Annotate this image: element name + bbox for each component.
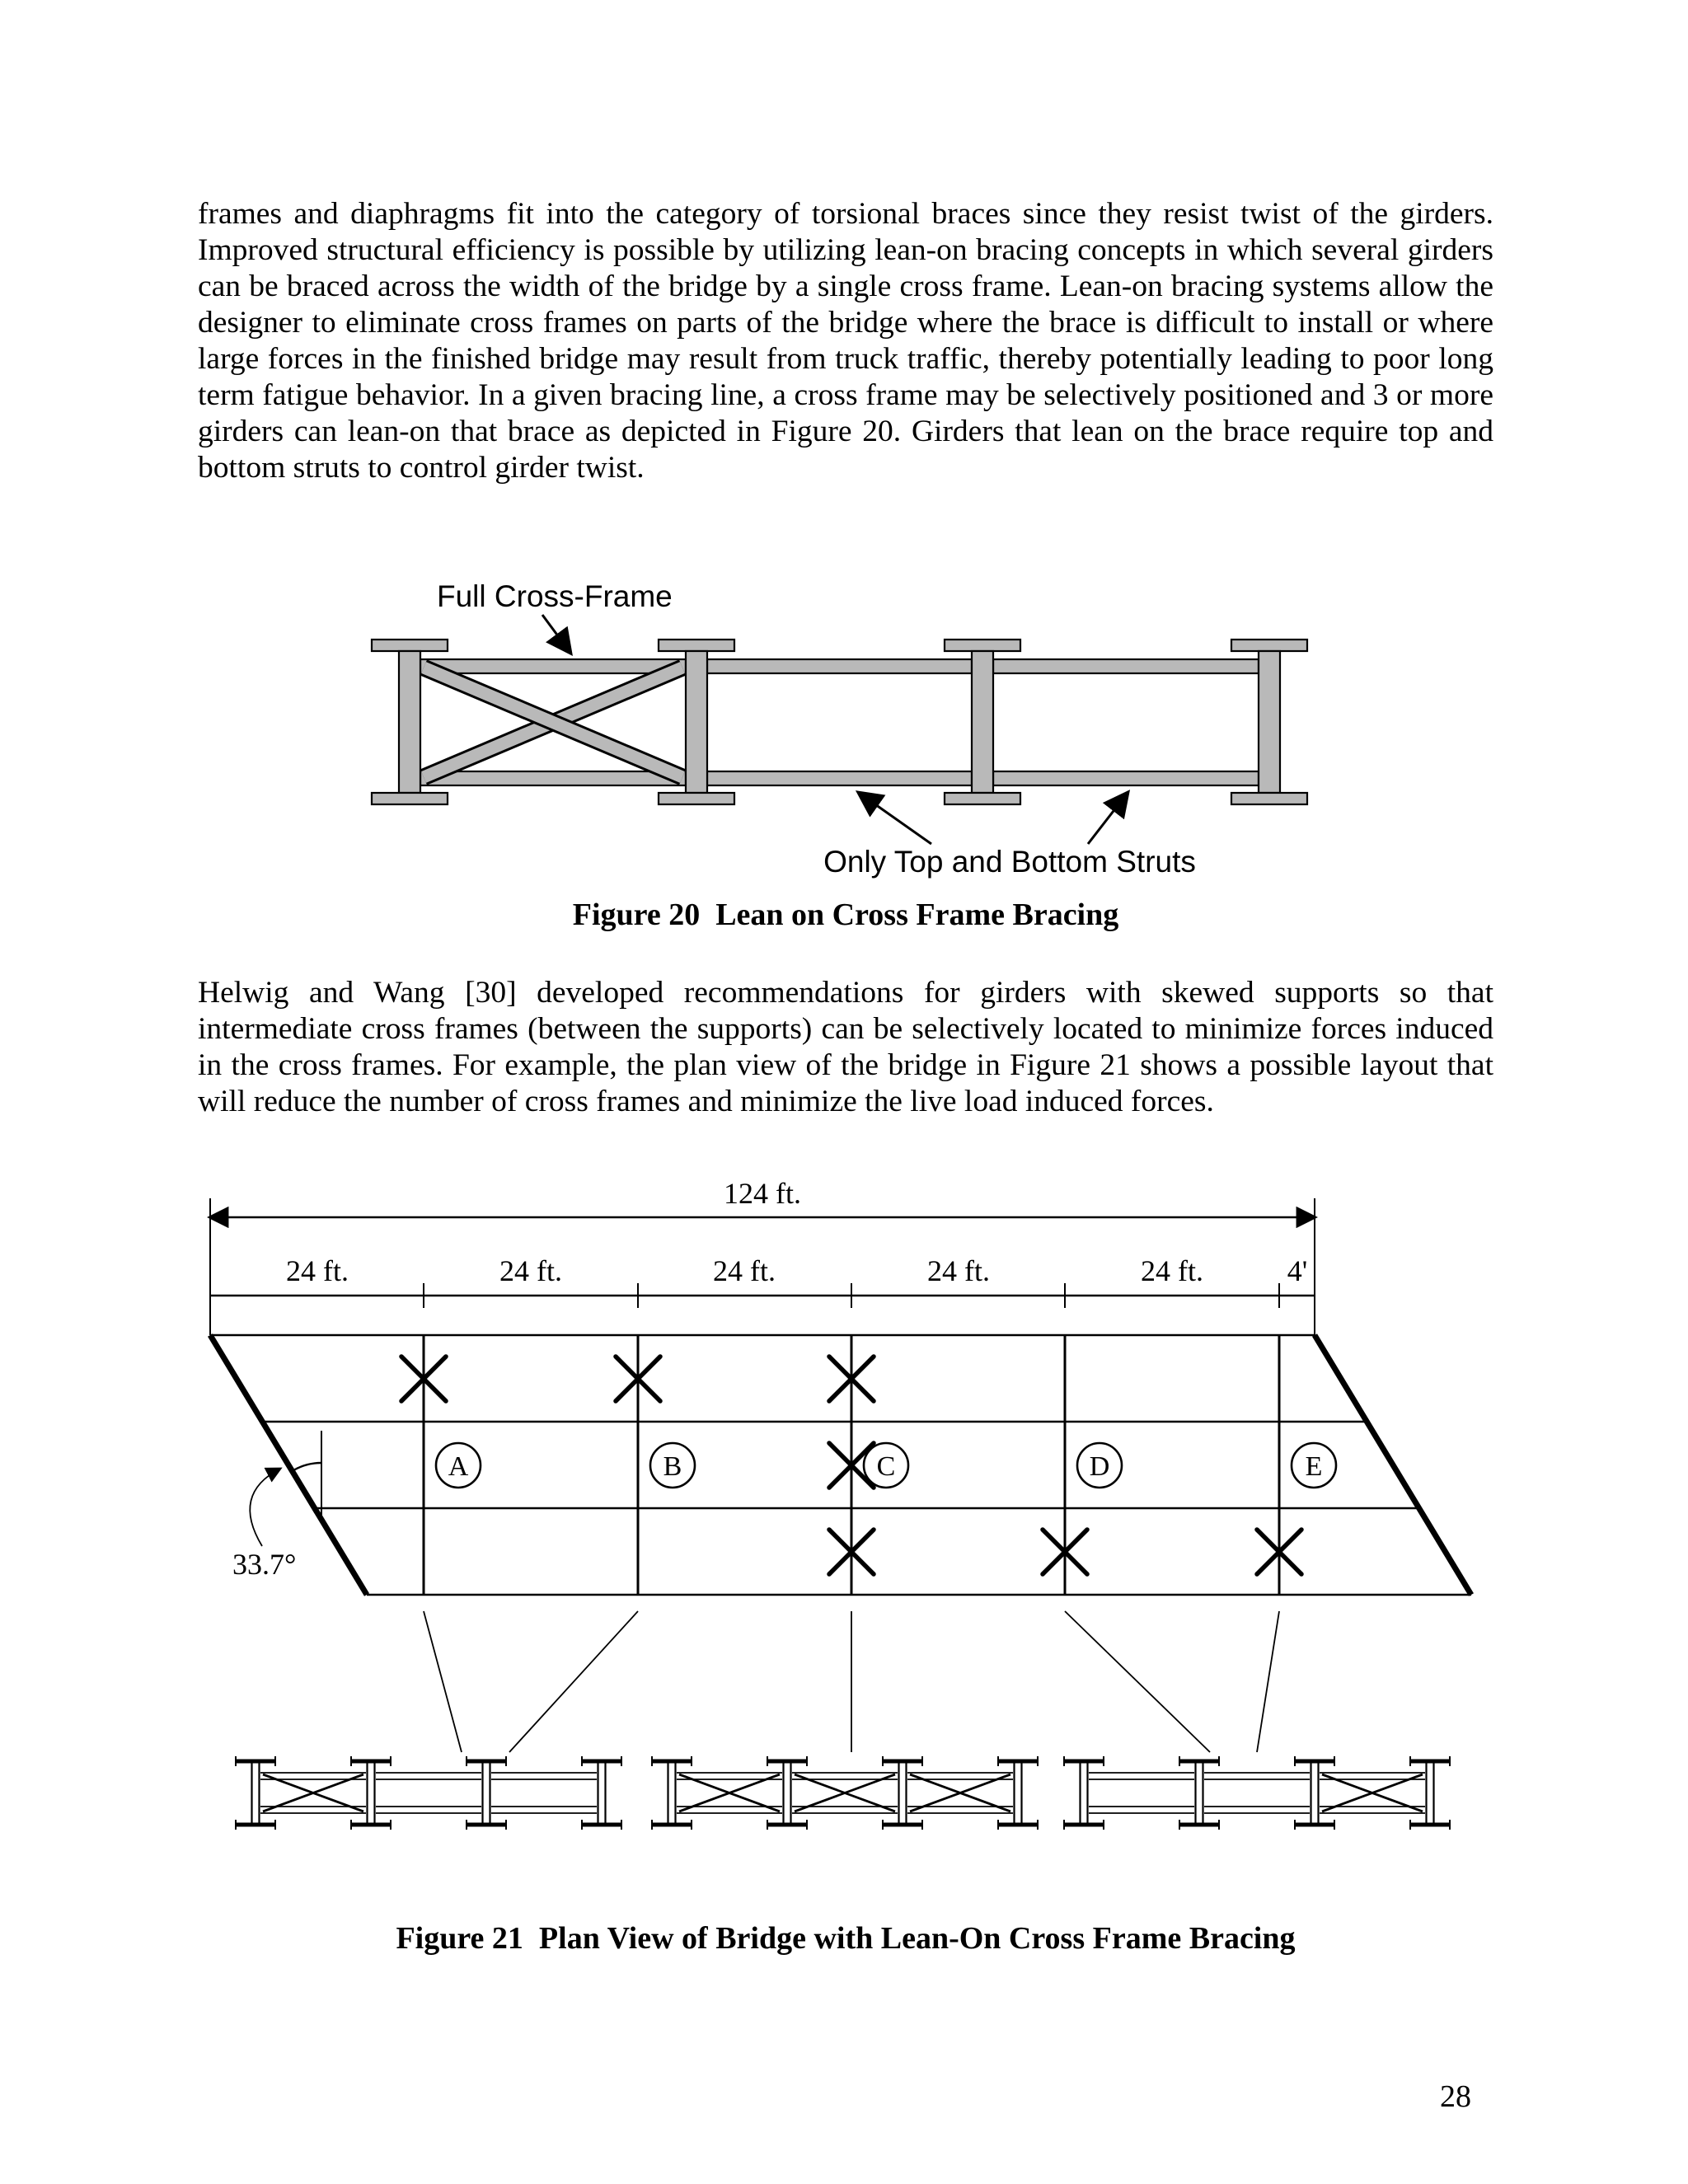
elevation-detail-left xyxy=(236,1756,621,1830)
segment-dimensions: 24 ft. 24 ft. 24 ft. 24 ft. 24 ft. 4' xyxy=(209,1254,1315,1308)
detail-leader-lines xyxy=(423,1610,1280,1753)
figure20-lean-on-cross-frame-diagram: Full Cross-Frame Only Top and Bottom Str… xyxy=(370,579,1309,879)
struts-arrow-right xyxy=(1086,790,1131,845)
segment-label: 24 ft. xyxy=(927,1254,990,1287)
struts-arrow-left xyxy=(855,790,932,846)
struts-label: Only Top and Bottom Struts xyxy=(823,845,1196,879)
brace-line-letters: A B C D E xyxy=(434,1441,1338,1489)
brace-letter-e: E xyxy=(1306,1451,1323,1482)
full-cross-frame-arrow xyxy=(541,614,573,656)
body-paragraph-2: Helwig and Wang [30] developed recommend… xyxy=(198,976,1493,1118)
elevation-detail-right xyxy=(1064,1756,1450,1830)
elevation-detail-middle xyxy=(652,1756,1038,1830)
angle-leader-arrow xyxy=(249,1467,283,1547)
page-number: 28 xyxy=(1440,2079,1471,2114)
left-skewed-support xyxy=(208,1333,369,1596)
cross-frame-diagonals xyxy=(420,659,687,785)
brace-letter-d: D xyxy=(1090,1451,1110,1482)
angle-arc xyxy=(292,1461,322,1472)
bridge-plan-outline xyxy=(208,1333,1474,1596)
segment-label: 24 ft. xyxy=(1141,1254,1203,1287)
segment-label: 4' xyxy=(1287,1254,1308,1287)
skew-angle-label: 33.7° xyxy=(232,1548,296,1581)
brace-letter-a: A xyxy=(448,1451,469,1482)
skew-angle-annotation: 33.7° xyxy=(232,1431,322,1581)
segment-label: 24 ft. xyxy=(713,1254,776,1287)
total-dimension-label: 124 ft. xyxy=(724,1177,801,1210)
figure20-caption: Figure 20 Lean on Cross Frame Bracing xyxy=(572,898,1119,932)
body-paragraph-1: frames and diaphragms fit into the categ… xyxy=(198,197,1493,485)
brace-letter-c: C xyxy=(877,1451,896,1482)
figure21-plan-view-diagram: 124 ft. 24 ft. 24 ft. 24 ft. 24 ft. 24 f… xyxy=(207,1177,1474,1853)
segment-label: 24 ft. xyxy=(499,1254,562,1287)
brace-letter-b: B xyxy=(663,1451,682,1482)
full-cross-frame-label: Full Cross-Frame xyxy=(437,579,673,613)
segment-label: 24 ft. xyxy=(286,1254,349,1287)
right-skewed-support xyxy=(1312,1333,1474,1596)
overall-dimension: 124 ft. xyxy=(207,1177,1318,1335)
figure21-caption: Figure 21 Plan View of Bridge with Lean-… xyxy=(396,1921,1296,1956)
